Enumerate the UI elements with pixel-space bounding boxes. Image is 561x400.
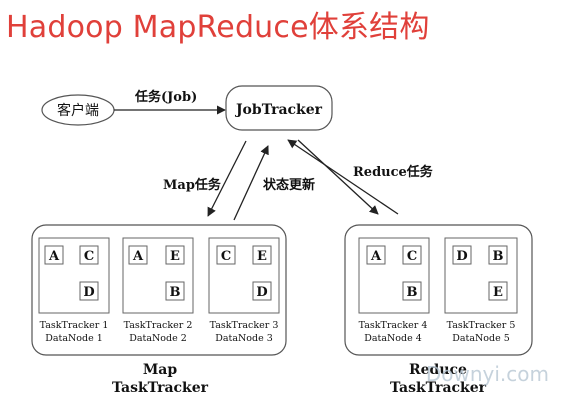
job-arrow-label: 任务(Job) [134,89,197,105]
block-cell: C [221,249,231,264]
watermark: Downyi.com [425,362,549,386]
tasktracker-node-5: D B E [444,237,518,314]
jobtracker-node: JobTracker [225,85,333,131]
map-task-label: Map任务 [163,177,222,193]
block-cell: C [407,249,417,264]
block-cell: B [170,285,181,300]
tasktracker-node-3: C E D [208,237,280,314]
block-cell: E [170,249,180,264]
block-cell: A [370,249,382,264]
block-cell: D [456,249,467,264]
datanode-label: DataNode 4 [364,333,422,344]
tasktracker-label: TaskTracker 4 [359,320,428,331]
client-node: 客户端 [41,94,115,126]
block-cell: E [493,285,503,300]
tasktracker-node-2: A E B [122,237,194,314]
diagram-title: Hadoop MapReduce体系结构 [6,10,430,45]
datanode-label: DataNode 3 [215,333,273,344]
client-label: 客户端 [57,102,99,119]
reduce-status-arrow [287,139,399,215]
datanode-label: DataNode 5 [452,333,510,344]
block-cell: B [493,249,504,264]
datanode-label: DataNode 2 [129,333,187,344]
reduce-group-label: Reduce [409,362,467,378]
block-cell: B [407,285,418,300]
reduce-task-label: Reduce任务 [353,164,434,180]
map-task-arrow [207,140,247,217]
block-cell: A [132,249,144,264]
tasktracker-label: TaskTracker 1 [40,320,109,331]
reduce-task-arrow [297,139,379,215]
block-cell: C [84,249,94,264]
block-cell: E [257,249,267,264]
reduce-group-label-2: TaskTracker [390,380,487,396]
tasktracker-label: TaskTracker 5 [447,320,516,331]
block-cell: A [48,249,60,264]
status-update-arrow [233,145,269,221]
map-group-label-2: TaskTracker [112,380,209,396]
datanode-label: DataNode 1 [45,333,103,344]
tasktracker-label: TaskTracker 3 [210,320,279,331]
jobtracker-label: JobTracker [234,102,323,118]
tasktracker-node-4: A C B [358,237,430,314]
block-cell: D [256,285,267,300]
tasktracker-label: TaskTracker 2 [124,320,193,331]
block-cell: D [83,285,94,300]
status-update-label: 状态更新 [263,177,315,193]
map-group-label: Map [143,362,178,378]
tasktracker-node-1: A C D [38,237,110,314]
